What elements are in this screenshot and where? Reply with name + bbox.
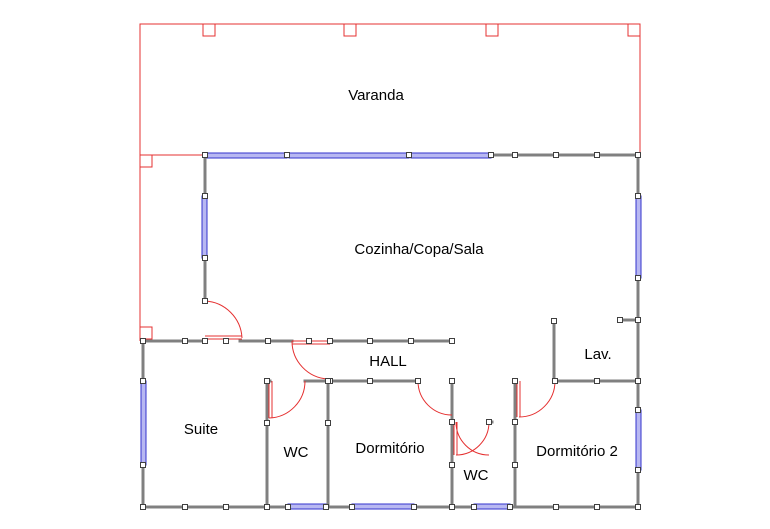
wall-node [182,504,188,510]
wall-node [265,338,271,344]
wall-node [486,419,492,425]
wall-node [411,504,417,510]
wall-node [552,378,558,384]
doors [204,300,556,456]
room-label-wc2: WC [464,467,489,484]
room-label-wc1: WC [284,444,309,461]
wall-node [223,338,229,344]
wall-node [264,378,270,384]
wall-node [594,152,600,158]
varanda-outline [139,23,641,341]
wall-node [635,152,641,158]
wall-node [471,504,477,510]
wall-node [449,462,455,468]
wall-node [202,193,208,199]
wall-node [284,152,290,158]
wall-node [306,338,312,344]
wall-node [202,338,208,344]
wall-node [325,420,331,426]
wall-node [507,504,513,510]
room-label-dormitorio2: Dormitório 2 [536,443,618,460]
room-label-hall: HALL [369,353,407,370]
wall-node [594,504,600,510]
wall-node [449,504,455,510]
wall-node [449,419,455,425]
wall-node [349,504,355,510]
wall-node [635,378,641,384]
wall-node [223,504,229,510]
wall-node [617,317,623,323]
wall-node [323,504,329,510]
wall-node [635,467,641,473]
wall-node [635,407,641,413]
room-label-varanda: Varanda [348,87,404,104]
wall-node [512,419,518,425]
wall-node [449,378,455,384]
wall-node [408,338,414,344]
wall-node [512,462,518,468]
wall-node [635,275,641,281]
wall-node [140,462,146,468]
wall-node [635,193,641,199]
wall-node [285,504,291,510]
wall-node [406,152,412,158]
wall-node [202,298,208,304]
room-label-dormitorio: Dormitório [355,440,424,457]
wall-node [512,378,518,384]
wall-nodes [140,152,641,510]
wall-node [553,504,559,510]
wall-node [140,338,146,344]
room-label-cozinha: Cozinha/Copa/Sala [354,241,484,258]
wall-node [488,152,494,158]
wall-node [635,504,641,510]
wall-node [202,255,208,261]
wall-node [415,378,421,384]
wall-node [635,317,641,323]
wall-node [553,152,559,158]
wall-node [182,338,188,344]
wall-node [140,504,146,510]
room-label-lav: Lav. [584,346,611,363]
room-label-suite: Suite [184,421,218,438]
wall-node [202,152,208,158]
wall-node [264,420,270,426]
wall-node [264,504,270,510]
wall-node [325,378,331,384]
wall-node [367,378,373,384]
wall-node [449,338,455,344]
wall-node [512,152,518,158]
wall-node [367,338,373,344]
wall-node [140,378,146,384]
wall-node [594,378,600,384]
wall-node [327,338,333,344]
wall-node [551,318,557,324]
